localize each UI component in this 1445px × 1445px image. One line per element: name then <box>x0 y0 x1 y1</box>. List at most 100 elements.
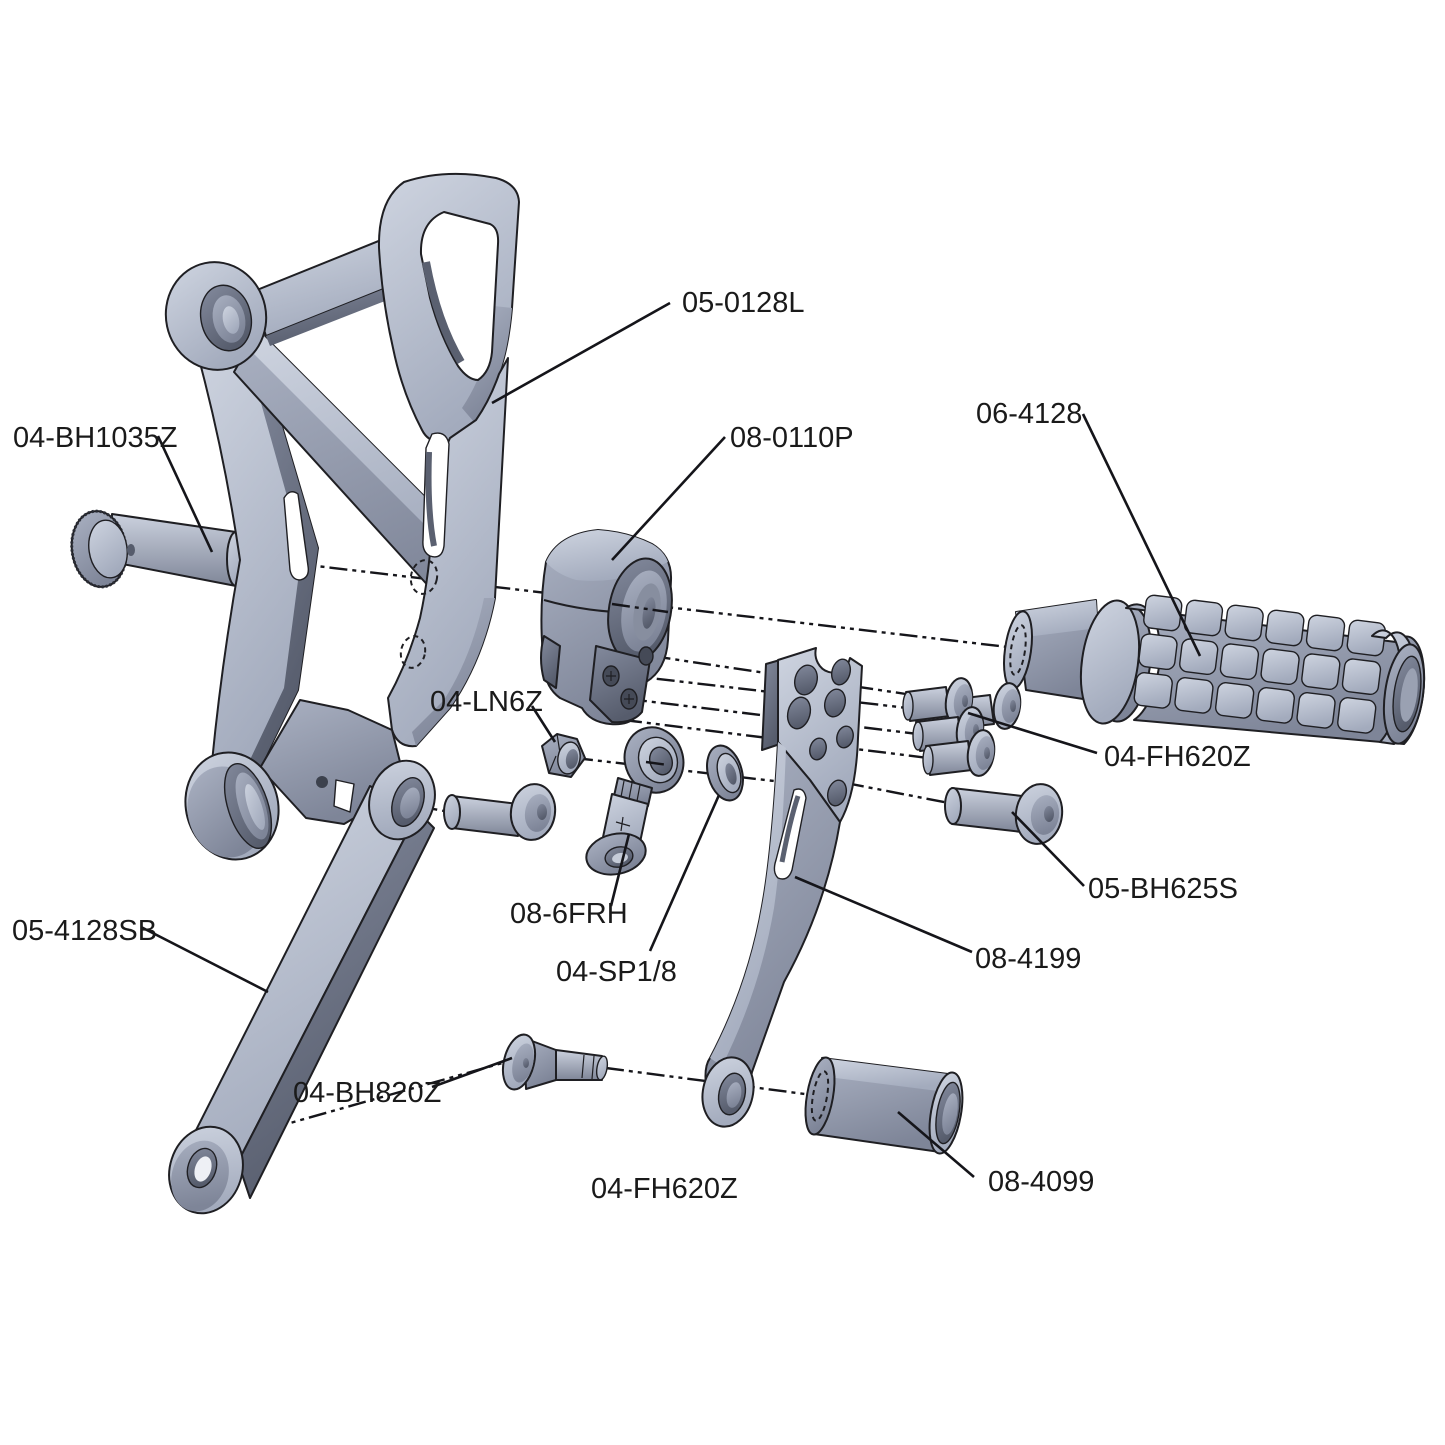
clamp-screw-cross-marks <box>606 671 634 704</box>
leader-link-arm <box>140 925 269 994</box>
rodend-cross-mark <box>615 816 631 832</box>
lever-hole-2 <box>830 658 852 686</box>
knurl-pad <box>1265 609 1305 647</box>
part-button-head-bolt <box>944 783 1064 845</box>
part-label-peg-clamp: 08-0110P <box>730 422 854 454</box>
rodend-knurl-ticks <box>620 780 641 802</box>
grip-collar <box>1079 599 1141 725</box>
link-bottom-inner <box>194 1156 212 1182</box>
knurl-pad <box>1219 643 1260 681</box>
bracket-lower-plate-side <box>412 598 495 746</box>
bracket-dashed-hole-lower <box>399 635 427 669</box>
fh-screw-torx <box>1010 700 1016 712</box>
axis-overlay-rodend <box>645 760 669 767</box>
axis-rod-end <box>574 756 801 786</box>
part-label-rod-end: 08-6FRH <box>510 898 628 930</box>
lever-shank-highlight <box>710 742 786 1066</box>
clamp-foot <box>540 635 561 689</box>
bracket-clevis-hole <box>316 776 328 788</box>
bolt-head-face <box>88 519 128 579</box>
leader-peg-clamp <box>611 436 726 561</box>
part-label-flat-head-screw-bottom: 04-FH620Z <box>591 1173 738 1205</box>
leader-spacer-washer <box>648 794 721 952</box>
fh-screw-torx <box>962 695 968 707</box>
bracket-top-lug-inner <box>222 306 240 334</box>
knurl-pad <box>1143 594 1183 632</box>
part-label-spacer-washer: 04-SP1/8 <box>556 956 677 988</box>
leader-footpeg-grip <box>1081 413 1202 657</box>
leader-flat-head-screws <box>967 711 1098 755</box>
part-shoulder-bolt <box>70 509 246 589</box>
knurl-pad <box>1305 614 1346 652</box>
cs-bolt-socket <box>523 1058 529 1068</box>
bh-bolt-torx <box>1044 806 1054 822</box>
nut-bore <box>565 749 579 769</box>
part-label-footpeg-grip: 06-4128 <box>976 398 1082 430</box>
tube-top-band <box>820 1058 948 1092</box>
bh-bolt-tip <box>944 787 962 825</box>
bracket-bearing-inner <box>245 784 265 830</box>
lever-hole-3 <box>786 696 812 730</box>
part-labels: 05-0128L 04-BH1035Z 08-0110P 06-4128 04-… <box>12 287 1251 1205</box>
screw-torx-socket <box>537 804 547 820</box>
knurl-pad <box>1346 619 1386 657</box>
lever-hole-6 <box>836 725 854 749</box>
part-label-countersunk-bolt: 04-BH820Z <box>293 1077 441 1109</box>
fh-screw-torx <box>984 747 990 759</box>
screw-shaft <box>451 795 519 837</box>
part-label-lock-nut: 04-LN6Z <box>430 686 543 718</box>
tube-dashed-bore <box>810 1070 830 1122</box>
knurl-pad <box>1337 697 1377 734</box>
tube-bore-inner <box>942 1093 958 1135</box>
axis-clamp-screw-4 <box>623 718 929 760</box>
washer-bore <box>725 763 737 785</box>
axis-lever-bolt <box>845 781 955 806</box>
axis-overlay-clamp-bore <box>611 602 669 614</box>
cs-bolt-tip <box>595 1055 609 1081</box>
knurl-pad <box>1260 648 1300 686</box>
axis-overlays <box>611 602 669 767</box>
link-arm-side <box>237 811 435 1199</box>
rodend-bore <box>648 746 674 776</box>
part-label-shoulder-bolt: 04-BH1035Z <box>13 422 177 454</box>
knurl-pad <box>1183 599 1224 637</box>
lever-hole-7 <box>826 779 848 807</box>
leader-shoulder-bolt <box>156 435 214 553</box>
lever-hole-1 <box>793 664 819 696</box>
knurl-pad <box>1174 677 1214 714</box>
grip-knurl-pads <box>1133 594 1386 734</box>
knurl-pad <box>1138 633 1178 671</box>
link-top-inner <box>400 787 420 819</box>
knurl-pad <box>1341 658 1382 696</box>
part-spacer-washer <box>706 744 744 802</box>
bolt-cross-hole <box>127 544 135 556</box>
grip-stub-top <box>1016 600 1098 638</box>
bracket-clevis-notch <box>333 779 355 813</box>
knurl-pad <box>1296 692 1336 729</box>
leader-rod-end <box>609 833 631 907</box>
bracket-loop-cut <box>419 211 500 381</box>
part-rod-end <box>585 726 685 876</box>
knurl-pad <box>1179 638 1219 676</box>
axis-clamp-screw-3 <box>619 696 919 736</box>
clamp-screw-hole-3 <box>638 646 654 666</box>
axis-link-top <box>329 788 456 815</box>
bracket-left-member-side <box>244 338 318 768</box>
lever-hole-5 <box>809 737 827 761</box>
part-label-spacer-tube: 08-4099 <box>988 1166 1094 1198</box>
part-lever-arm <box>701 647 863 1128</box>
lever-tip-inner <box>726 1082 742 1108</box>
bracket-lower-slot-wall <box>425 451 437 547</box>
clamp-bore-center <box>642 597 656 629</box>
grip-end-inner <box>1400 668 1418 722</box>
lever-hole-4 <box>823 688 847 718</box>
cs-bolt-threads <box>581 1054 595 1080</box>
part-footpeg-grip <box>1003 594 1426 745</box>
bracket-loop-cut-wall <box>422 261 465 365</box>
knurl-pad <box>1214 682 1255 719</box>
part-lock-nut <box>541 733 586 778</box>
leader-countersunk-bolt <box>431 1056 513 1089</box>
part-countersunk-bolt <box>501 1033 609 1091</box>
leader-button-head-bolt <box>1011 811 1085 887</box>
